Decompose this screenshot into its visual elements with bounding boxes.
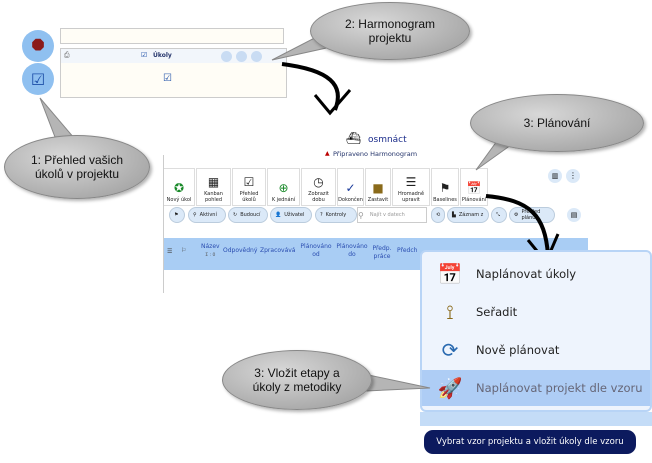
tools-button[interactable]: ⤡	[491, 207, 507, 223]
callout-harmonogram: 2: Harmonogram projektu	[310, 2, 470, 60]
menu-item-schedule-tasks[interactable]: 📅Naplánovat úkoly	[437, 262, 577, 286]
planning-menu: 📅Naplánovat úkoly ⟟Seřadit ⟳Nově plánova…	[420, 250, 652, 412]
col-responsible[interactable]: Odpovědný	[223, 247, 258, 254]
panel-title: Úkoly	[153, 52, 172, 59]
project-status: Připraveno Harmonogram	[333, 150, 418, 158]
stop-button[interactable]: ■Zastavit	[365, 168, 391, 206]
task-overview-button[interactable]: ☑Přehled úkolů	[232, 168, 266, 206]
list-icon[interactable]: ☰	[167, 248, 173, 255]
template-tooltip: Vybrat vzor projektu a vložit úkoly dle …	[424, 430, 636, 454]
filter-user[interactable]: 👤Uživatel	[270, 207, 312, 223]
sort-icon: ⟟	[446, 300, 454, 324]
time-icon: ◷	[313, 175, 324, 189]
template-plan-icon: 🚀	[437, 376, 463, 400]
search-icon: ⚲	[358, 210, 364, 220]
new-task-icon: ✪	[173, 181, 185, 195]
filter-future[interactable]: ↻Budoucí	[228, 207, 268, 223]
menu-item-plan-by-template[interactable]: 🚀Naplánovat projekt dle vzoru	[422, 370, 650, 406]
toolbar: ✪Nový úkol ▦Kanban pohled ☑Přehled úkolů…	[163, 168, 493, 206]
kanban-button[interactable]: ▦Kanban pohled	[196, 168, 231, 206]
future-icon: ↻	[233, 212, 238, 218]
baselines-button[interactable]: ⚑Baselines	[431, 168, 459, 206]
arrow-to-menu	[485, 194, 550, 256]
wrench-icon: ⤡	[496, 212, 501, 218]
record-from-button[interactable]: ▙Záznam z	[447, 207, 489, 223]
settings-icon: ⚙	[514, 212, 519, 218]
filter-icon: ⚲	[193, 212, 197, 218]
panel-kanban-button[interactable]	[236, 51, 247, 62]
filter-active[interactable]: ⚲Aktivní	[188, 207, 226, 223]
replan-icon: ⟳	[441, 338, 459, 362]
more-menu-button[interactable]: ⋮	[566, 169, 580, 183]
filter-bar: ⚑ ⚲Aktivní ↻Budoucí 👤Uživatel ?Kontroly …	[169, 207, 589, 223]
panel-action-button[interactable]	[221, 51, 232, 62]
search-options-button[interactable]: ⟲	[431, 207, 445, 223]
filter-checks[interactable]: ?Kontroly	[315, 207, 357, 223]
col-expected-work[interactable]: Předp. práce	[372, 245, 392, 260]
planning-button[interactable]: 📅Plánování	[460, 168, 488, 206]
tasks-icon: ☑	[141, 51, 148, 59]
status-warning-icon: ▲	[325, 150, 330, 157]
print-icon[interactable]: ⎙	[64, 51, 70, 59]
record-icon: ▙	[452, 212, 456, 218]
task-overview-icon: ☑	[243, 175, 255, 189]
menu-item-replan[interactable]: ⟳Nově plánovat	[422, 332, 650, 368]
task-view: ⛴ osmnáct ▲ Připraveno Harmonogram ✪Nový…	[163, 125, 595, 293]
arrowhead-main	[313, 89, 352, 116]
upper-panel	[60, 28, 284, 44]
baselines-icon: ⚑	[439, 181, 451, 195]
col-planned-from[interactable]: Plánováno od	[300, 243, 332, 258]
show-time-button[interactable]: ◷Zobrazit dobu	[301, 168, 336, 206]
tasks-panel: ⎙ ☑ Úkoly ☑	[60, 48, 287, 98]
callout-planning: 3: Plánování	[470, 94, 644, 152]
user-icon: 👤	[275, 212, 282, 218]
history-icon: ⟲	[436, 212, 441, 218]
question-icon: ?	[320, 212, 323, 218]
project-logo-icon: ⛴	[346, 131, 362, 145]
empty-tasks-icon: ☑	[163, 73, 172, 84]
bulk-edit-icon: ☰	[405, 175, 417, 189]
tasks-overview-icon[interactable]: ☑	[22, 63, 54, 95]
planning-icon: 📅	[466, 181, 482, 195]
complete-button[interactable]: ✓Dokončen	[337, 168, 364, 206]
col-predecessor[interactable]: Předch	[397, 247, 418, 254]
menu-item-sort[interactable]: ⟟Seřadit	[422, 294, 650, 330]
callout-task-overview: 1: Přehled vašich úkolů v projektu	[4, 135, 150, 199]
col-processor[interactable]: Zpracovává	[260, 247, 296, 254]
check-circle-icon: ✓	[345, 181, 356, 195]
project-name: osmnáct	[368, 135, 407, 145]
flag-icon: ⚑	[174, 212, 179, 218]
kanban-icon: ▦	[207, 175, 220, 189]
bulk-edit-button[interactable]: ☰Hromadně upravit	[392, 168, 430, 206]
callout-insert-stages: 3: Vložit etapy a úkoly z metodiky	[222, 350, 372, 410]
meeting-icon: ⊕	[278, 181, 289, 195]
harmonogram-button[interactable]	[251, 51, 262, 62]
warning-icon[interactable]: ⯃	[22, 30, 54, 62]
flag-column-icon[interactable]: ⚐	[181, 247, 187, 254]
flag-filter-button[interactable]: ⚑	[169, 207, 185, 223]
columns-button[interactable]: ▤	[567, 208, 581, 222]
stop-icon: ■	[372, 181, 384, 195]
layout-toggle-button[interactable]: ▥	[548, 169, 562, 183]
search-input[interactable]: ⚲Najít v datech	[357, 207, 427, 223]
schedule-tasks-icon: 📅	[437, 262, 463, 286]
meeting-button[interactable]: ⊕K jednání	[267, 168, 300, 206]
col-planned-to[interactable]: Plánováno do	[336, 243, 368, 258]
